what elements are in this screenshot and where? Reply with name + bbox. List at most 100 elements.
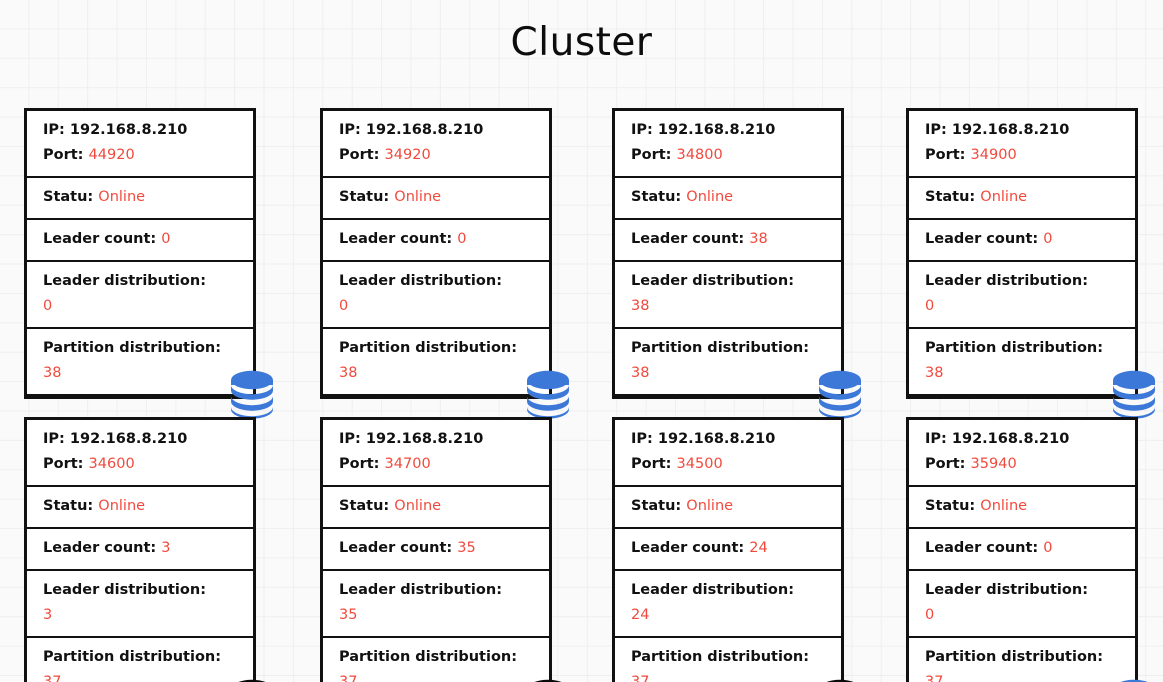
node-leader-count-section: Leader count: 0 bbox=[909, 220, 1135, 262]
partition-distribution-label-row: Partition distribution: bbox=[43, 336, 239, 361]
node-leader-distribution-section: Leader distribution:38 bbox=[615, 262, 841, 329]
leader-count-label: Leader count: bbox=[339, 540, 453, 556]
node-ip-row: IP: 192.168.8.210 bbox=[925, 427, 1121, 452]
node-ip-row: IP: 192.168.8.210 bbox=[339, 427, 535, 452]
leader-count-value: 24 bbox=[749, 540, 768, 556]
leader-count-label: Leader count: bbox=[631, 540, 745, 556]
port-value: 34500 bbox=[676, 456, 723, 472]
node-port-row: Port: 34700 bbox=[339, 452, 535, 477]
status-value: Online bbox=[980, 498, 1028, 514]
node-leader-count-row: Leader count: 0 bbox=[925, 536, 1121, 561]
partition-distribution-label-row: Partition distribution: bbox=[43, 645, 239, 670]
node-status-section: Statu: Online bbox=[27, 487, 253, 529]
port-value: 34920 bbox=[384, 147, 431, 163]
leader-count-value: 0 bbox=[161, 231, 171, 247]
node-partition-distribution-section: Partition distribution: 38 bbox=[323, 329, 549, 396]
node-leader-distribution-section: Leader distribution:0 bbox=[909, 262, 1135, 329]
node-status-row: Statu: Online bbox=[339, 185, 535, 210]
node-status-row: Statu: Online bbox=[925, 494, 1121, 519]
partition-distribution-value: 37 bbox=[339, 674, 358, 682]
port-label: Port: bbox=[925, 456, 966, 472]
node-ip-row: IP: 192.168.8.210 bbox=[43, 427, 239, 452]
leader-count-label: Leader count: bbox=[631, 231, 745, 247]
partition-distribution-label: Partition distribution: bbox=[631, 340, 810, 356]
ip-value: 192.168.8.210 bbox=[951, 431, 1070, 447]
port-label: Port: bbox=[339, 147, 380, 163]
node-ip-row: IP: 192.168.8.210 bbox=[339, 118, 535, 143]
node-ip-row: IP: 192.168.8.210 bbox=[43, 118, 239, 143]
node-leader-count-section: Leader count: 35 bbox=[323, 529, 549, 571]
leader-distribution-label: Leader distribution: bbox=[339, 582, 502, 598]
node-leader-count-section: Leader count: 24 bbox=[615, 529, 841, 571]
port-value: 44920 bbox=[88, 147, 135, 163]
status-value: Online bbox=[98, 189, 146, 205]
partition-distribution-label-row: Partition distribution: bbox=[339, 645, 535, 670]
status-value: Online bbox=[98, 498, 146, 514]
leader-count-label: Leader count: bbox=[339, 231, 453, 247]
partition-distribution-label-row: Partition distribution: bbox=[631, 336, 827, 361]
node-leader-count-section: Leader count: 0 bbox=[27, 220, 253, 262]
leader-count-value: 3 bbox=[161, 540, 171, 556]
ip-value: 192.168.8.210 bbox=[365, 431, 484, 447]
node-port-row: Port: 34900 bbox=[925, 143, 1121, 168]
partition-distribution-label: Partition distribution: bbox=[339, 340, 518, 356]
ip-label: IP: bbox=[339, 122, 361, 138]
node-port-row: Port: 35940 bbox=[925, 452, 1121, 477]
partition-distribution-label: Partition distribution: bbox=[631, 649, 810, 665]
leader-distribution-label: Leader distribution: bbox=[43, 582, 206, 598]
leader-count-value: 38 bbox=[749, 231, 768, 247]
port-value: 35940 bbox=[970, 456, 1017, 472]
node-leader-count-row: Leader count: 0 bbox=[339, 227, 535, 252]
node-port-row: Port: 34500 bbox=[631, 452, 827, 477]
node-leader-count-section: Leader count: 0 bbox=[909, 529, 1135, 571]
node-port-row: Port: 44920 bbox=[43, 143, 239, 168]
partition-distribution-value: 37 bbox=[631, 674, 650, 682]
leader-distribution-label: Leader distribution: bbox=[925, 582, 1088, 598]
ip-value: 192.168.8.210 bbox=[657, 431, 776, 447]
partition-distribution-label: Partition distribution: bbox=[925, 649, 1104, 665]
node-status-section: Statu: Online bbox=[323, 178, 549, 220]
leader-distribution-label-row: Leader distribution: bbox=[43, 578, 239, 603]
status-label: Statu: bbox=[43, 498, 94, 514]
leader-distribution-label-row: Leader distribution: bbox=[339, 269, 535, 294]
ip-label: IP: bbox=[631, 431, 653, 447]
status-value: Online bbox=[686, 498, 734, 514]
port-label: Port: bbox=[631, 147, 672, 163]
node-port-row: Port: 34920 bbox=[339, 143, 535, 168]
partition-distribution-label-row: Partition distribution: bbox=[925, 645, 1121, 670]
node-port-row: Port: 34600 bbox=[43, 452, 239, 477]
node-status-section: Statu: Online bbox=[909, 487, 1135, 529]
node-ip-row: IP: 192.168.8.210 bbox=[631, 427, 827, 452]
leader-distribution-label-row: Leader distribution: bbox=[339, 578, 535, 603]
port-value: 34800 bbox=[676, 147, 723, 163]
node-leader-distribution-section: Leader distribution:0 bbox=[909, 571, 1135, 638]
port-value: 34600 bbox=[88, 456, 135, 472]
leader-distribution-label: Leader distribution: bbox=[925, 273, 1088, 289]
node-partition-distribution-section: Partition distribution: 38 bbox=[27, 329, 253, 396]
status-label: Statu: bbox=[631, 498, 682, 514]
partition-distribution-value: 38 bbox=[43, 365, 62, 381]
status-label: Statu: bbox=[339, 189, 390, 205]
partition-distribution-value: 38 bbox=[339, 365, 358, 381]
partition-distribution-label-row: Partition distribution: bbox=[339, 336, 535, 361]
leader-distribution-label-row: Leader distribution: bbox=[925, 578, 1121, 603]
node-leader-count-row: Leader count: 24 bbox=[631, 536, 827, 561]
ip-value: 192.168.8.210 bbox=[951, 122, 1070, 138]
leader-distribution-label: Leader distribution: bbox=[339, 273, 502, 289]
leader-distribution-value: 3 bbox=[43, 607, 53, 623]
node-partition-distribution-section: Partition distribution: 37 bbox=[615, 638, 841, 682]
ip-value: 192.168.8.210 bbox=[657, 122, 776, 138]
leader-distribution-value: 24 bbox=[631, 607, 650, 623]
